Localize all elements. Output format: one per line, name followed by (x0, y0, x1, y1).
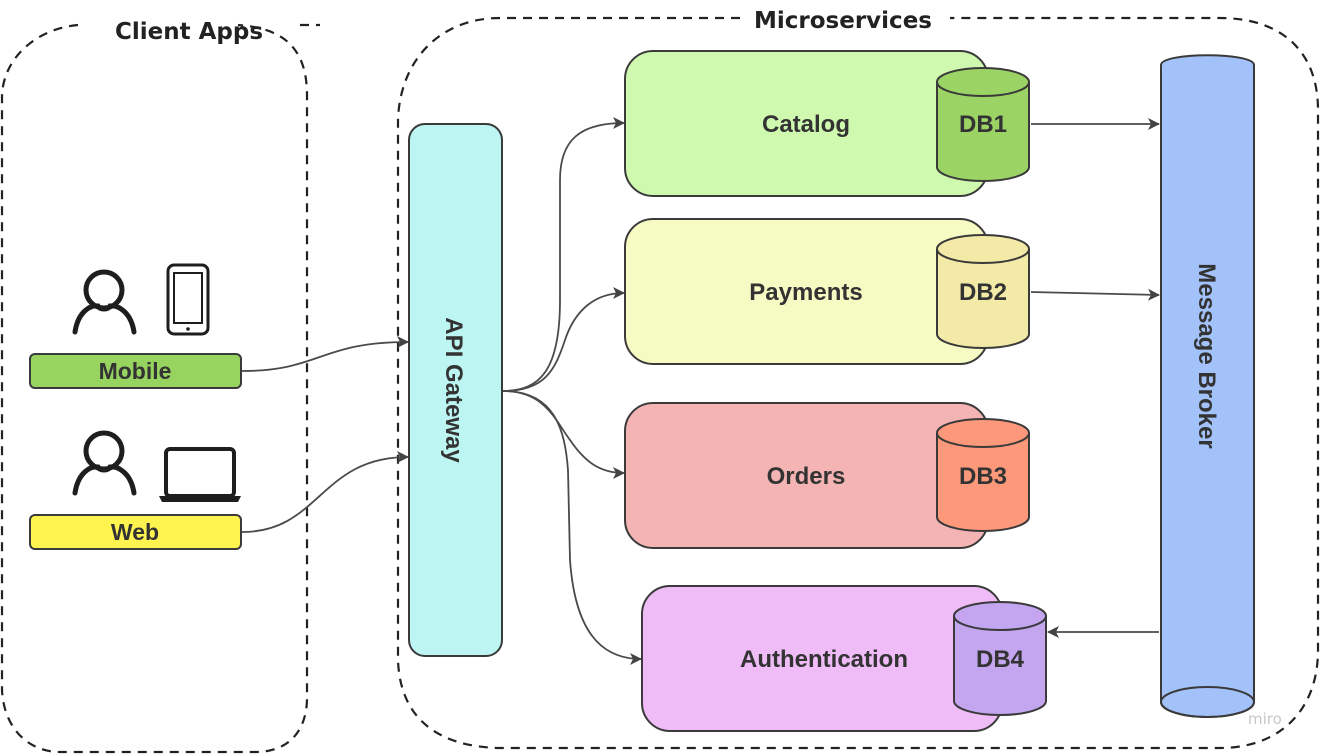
db1-rim (936, 81, 1030, 97)
db2-rim (936, 248, 1030, 264)
payments-label: Payments (749, 279, 862, 306)
message-broker-base-rim-back (1160, 701, 1255, 718)
connector-gateway-to-catalog (502, 117, 625, 392)
message-broker-base-rim (1160, 686, 1255, 703)
connector-mobile-to-gateway (241, 336, 409, 372)
catalog-label: Catalog (762, 111, 850, 138)
authentication-label: Authentication (740, 646, 908, 673)
connector-gateway-to-payments (502, 287, 625, 392)
database-db4[interactable]: DB4 (953, 601, 1047, 716)
orders-label: Orders (767, 463, 846, 490)
microservices-boundary (396, 16, 1320, 750)
user-icon (72, 269, 137, 335)
db2-label: DB2 (959, 279, 1007, 306)
db4-cylinder[interactable] (953, 601, 1047, 716)
service-orders[interactable]: Orders (624, 402, 989, 549)
message-broker[interactable]: Message Broker (1160, 54, 1255, 718)
client-apps-boundary (0, 23, 320, 754)
connector-gateway-to-orders (502, 390, 625, 479)
client-apps-title: Client Apps (115, 19, 263, 45)
web-label-box[interactable] (29, 514, 242, 550)
database-db1[interactable]: DB1 (936, 67, 1030, 182)
client-mobile[interactable]: Mobile (29, 263, 242, 389)
smartphone-icon (166, 263, 210, 336)
microservices-title: Microservices (754, 8, 932, 34)
client-apps-group: Client Apps (0, 19, 320, 754)
api-gateway-label: API Gateway (440, 317, 467, 463)
mobile-label-box[interactable] (29, 353, 242, 389)
api-gateway[interactable]: API Gateway (408, 123, 503, 657)
api-gateway-box[interactable] (408, 123, 503, 657)
connector-db2-to-broker (1030, 288, 1160, 301)
laptop-icon (159, 447, 241, 502)
service-payments[interactable]: Payments (624, 218, 989, 365)
db1-label: DB1 (959, 111, 1007, 138)
database-db2[interactable]: DB2 (936, 234, 1030, 349)
miro-watermark: miro (1248, 710, 1282, 728)
db3-cylinder[interactable] (936, 418, 1030, 532)
connector-web-to-gateway (241, 451, 409, 533)
db2-cylinder[interactable] (936, 234, 1030, 349)
db3-label: DB3 (959, 463, 1007, 490)
database-db3[interactable]: DB3 (936, 418, 1030, 532)
db1-cylinder[interactable] (936, 67, 1030, 182)
mobile-label: Mobile (99, 358, 172, 384)
microservices-group: Microservices (396, 8, 1320, 750)
message-broker-label: Message Broker (1193, 263, 1220, 448)
service-authentication[interactable]: Authentication (641, 585, 1003, 732)
service-catalog[interactable]: Catalog (624, 50, 989, 197)
db4-label: DB4 (976, 646, 1025, 673)
connector-gateway-to-authentication (502, 390, 642, 665)
db3-rim (936, 432, 1030, 448)
client-web[interactable]: Web (29, 430, 242, 550)
web-label: Web (111, 519, 159, 545)
user-icon (72, 430, 137, 496)
db4-rim (953, 615, 1047, 631)
